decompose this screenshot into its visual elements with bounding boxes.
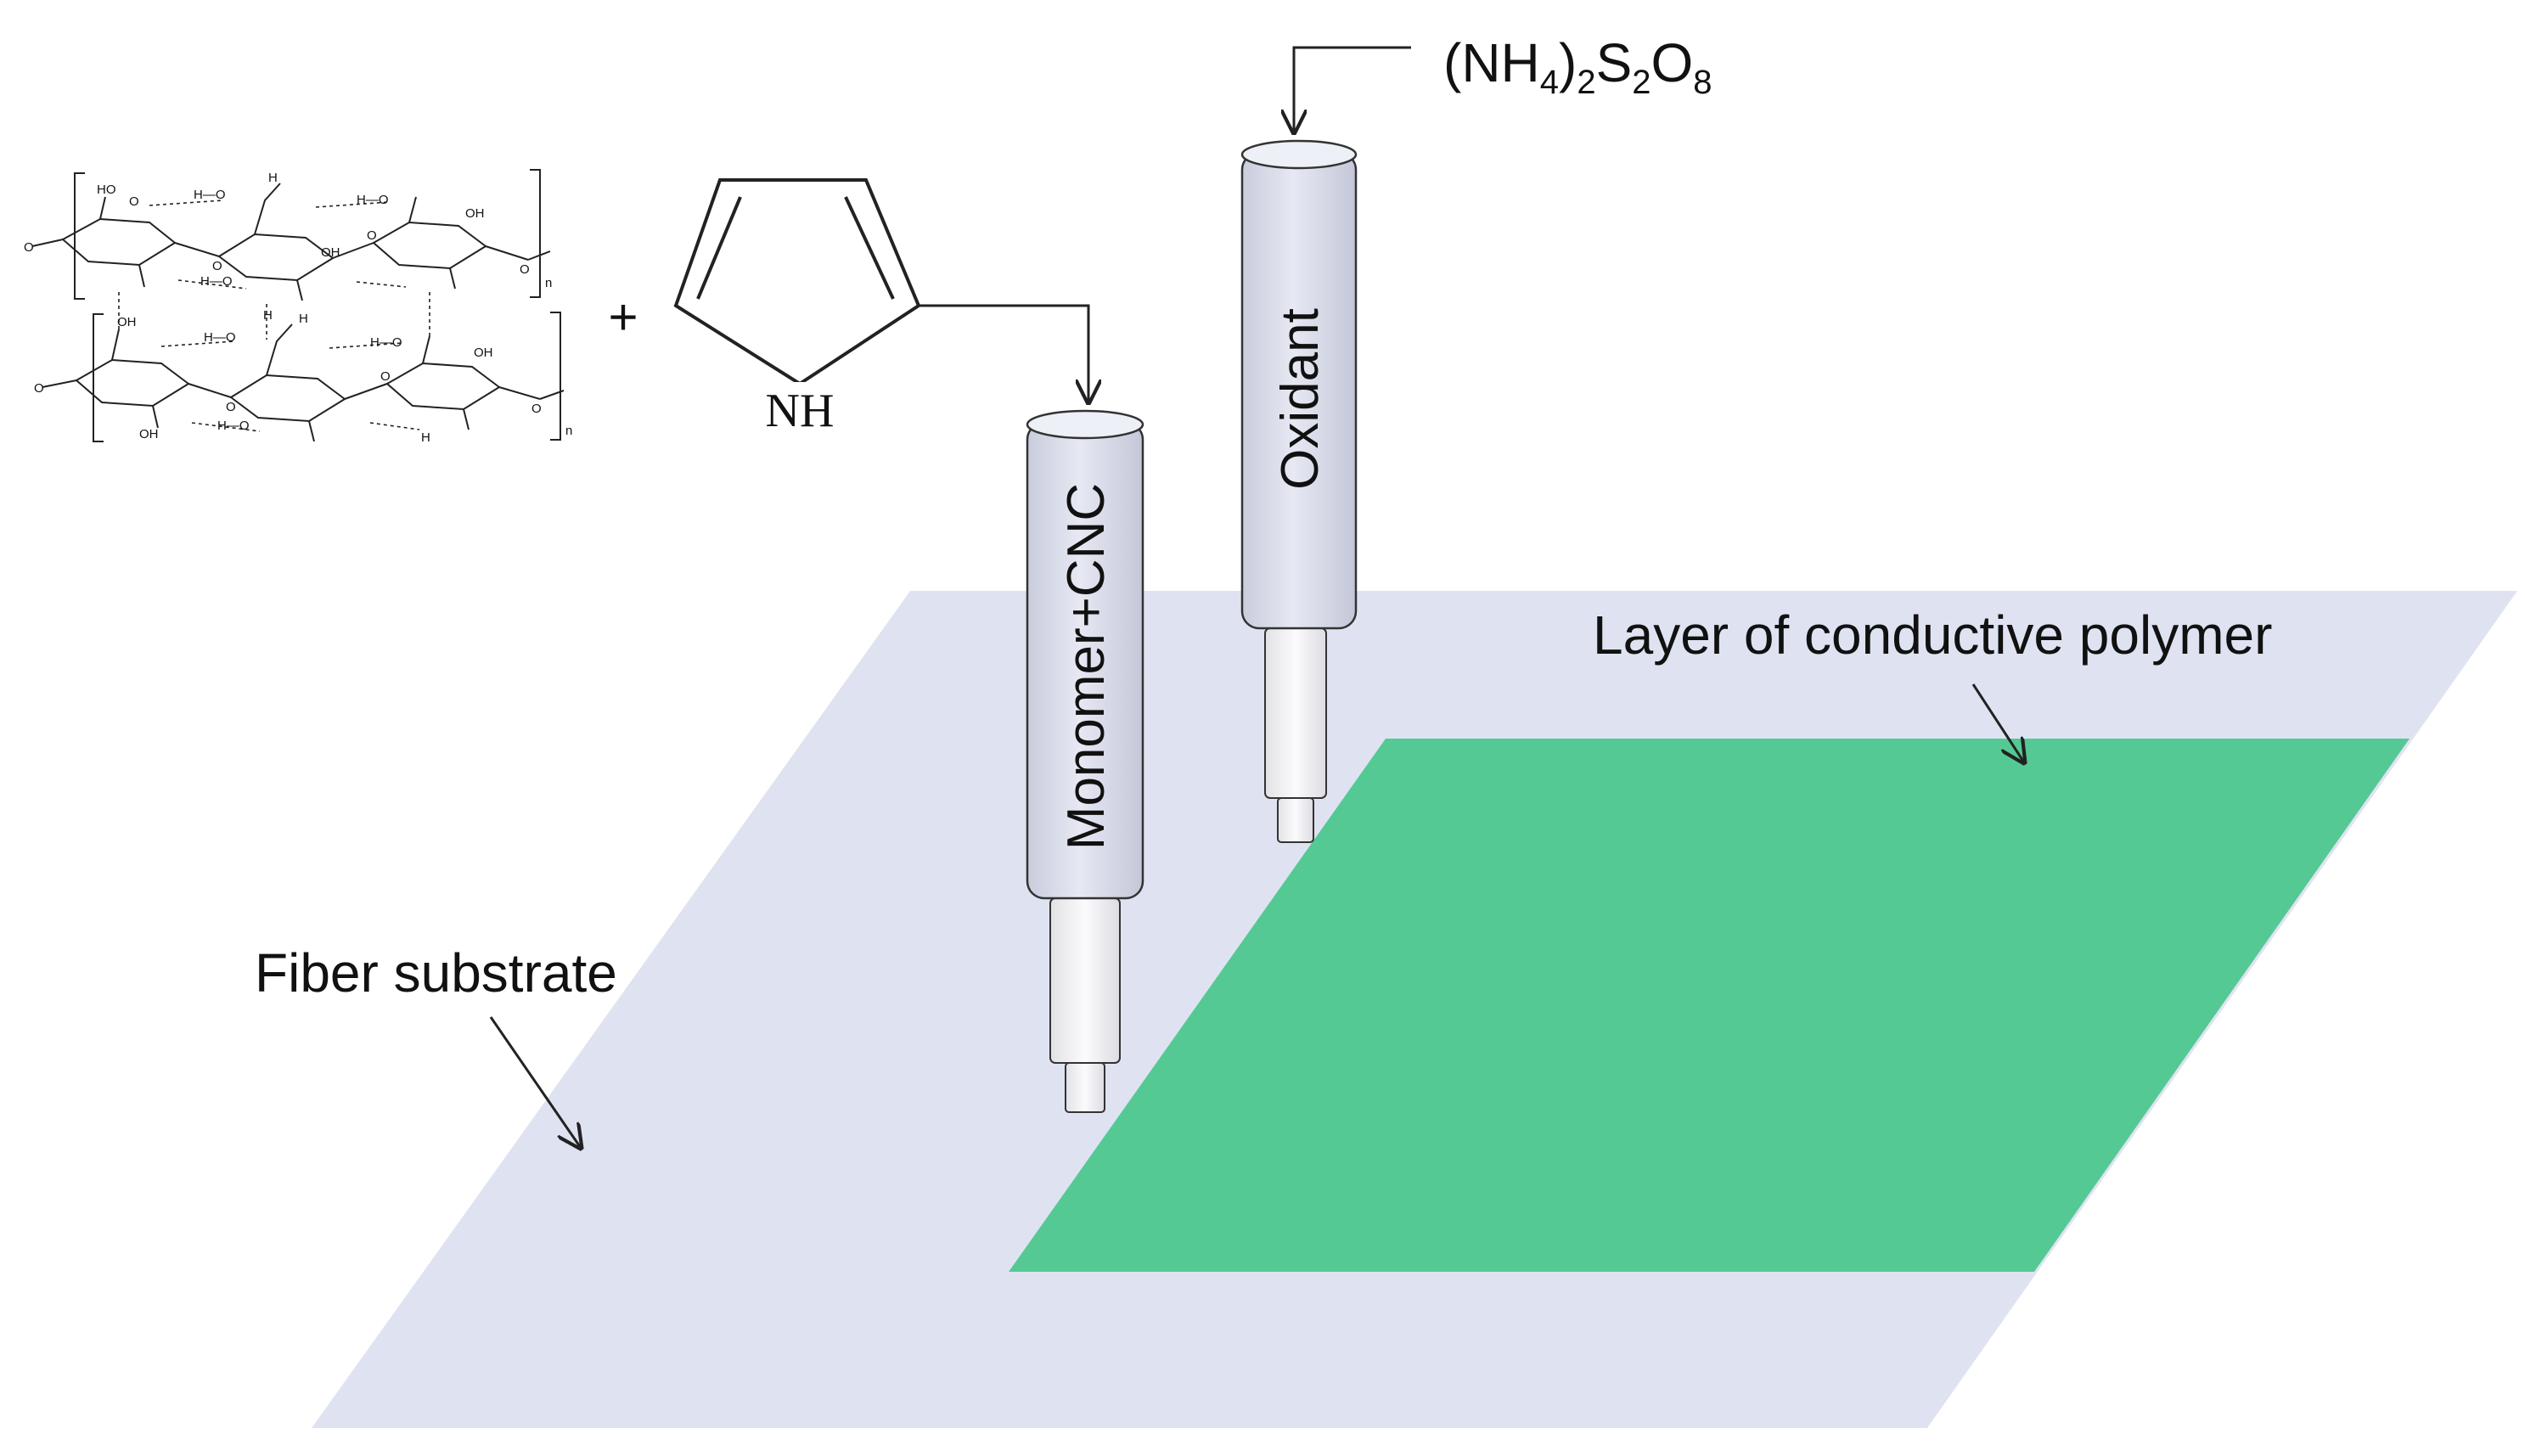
cellulose-o-5: O: [24, 240, 34, 255]
cellulose-upper-hbonds: [149, 200, 407, 290]
cellulose-o-2: O: [212, 259, 222, 273]
monomer-cnc-label: Monomer+CNC: [1057, 483, 1116, 850]
cellulose-h-1: H: [268, 171, 278, 185]
cellulose-lower-chain: [42, 312, 565, 442]
cellulose-o-6: O: [226, 400, 236, 414]
cellulose-n-2: n: [565, 424, 572, 438]
cellulose-hbond-o-1: H—O: [194, 188, 226, 202]
nh-backdrop: [754, 382, 849, 430]
conductive-layer-arrow: [1971, 683, 2024, 762]
cellulose-hbond-o-2: H—O: [357, 193, 389, 207]
pyrrole-ring: [673, 178, 921, 386]
oxidant-syringe-tip: [1277, 797, 1314, 843]
cellulose-o-3: O: [367, 228, 377, 243]
cellulose-hbond-o-4: H—O: [204, 330, 236, 345]
oxidant-syringe: Oxidant: [1240, 139, 1358, 843]
cellulose-hbond-o-5: H—O: [370, 335, 402, 350]
cellulose-upper-chain: [31, 169, 551, 301]
cellulose-o-4: O: [520, 262, 530, 277]
cellulose-o-9: O: [34, 381, 44, 396]
cellulose-o-7: O: [380, 369, 391, 384]
fiber-substrate-label: Fiber substrate: [255, 942, 617, 1003]
formula-arrow: [1294, 46, 1411, 132]
cellulose-n-1: n: [545, 276, 552, 290]
pyrrole-double-bond-right: [844, 196, 895, 300]
monomer-syringe-cap: [1026, 409, 1144, 440]
persulfate-formula: (NH4)2S2O8: [1443, 32, 1712, 101]
cellulose-lower-hbonds: [118, 292, 430, 432]
cellulose-oh-4: OH: [474, 346, 493, 360]
cellulose-hbond-o-6: H—O: [217, 419, 250, 433]
monomer-syringe: Monomer+CNC: [1026, 409, 1144, 1113]
cellulose-oh-5: OH: [139, 427, 159, 441]
pyrrole-molecule: NH: [673, 178, 921, 437]
cellulose-o-1: O: [129, 194, 139, 209]
cellulose-o-8: O: [531, 402, 542, 416]
pyrrole-double-bond-left: [696, 196, 742, 300]
cellulose-h-2: H: [299, 312, 308, 326]
fiber-substrate-arrow: [489, 1016, 581, 1148]
cellulose-h-4: H: [421, 430, 430, 445]
conductive-layer-label: Layer of conductive polymer: [1593, 604, 2272, 666]
oxidant-label: Oxidant: [1271, 308, 1330, 490]
monomer-syringe-tip: [1065, 1062, 1105, 1113]
pyrrole-nh-label: NH: [766, 385, 835, 437]
oxidant-syringe-cap: [1240, 139, 1358, 170]
cellulose-hbond-o-3: H—O: [200, 274, 233, 289]
monomer-syringe-shaft: [1049, 897, 1121, 1064]
cellulose-structure: HO OH OH O O O O O H H—O H—O H—O n OH OH…: [24, 169, 572, 445]
cellulose-oh-3: OH: [117, 315, 137, 329]
pyrrole-arrow: [919, 304, 1088, 402]
cellulose-ho-1: HO: [97, 183, 116, 197]
conductive-polymer-layer: [1009, 739, 2410, 1272]
cellulose-oh-2: OH: [321, 245, 340, 260]
cellulose-h-3: H: [263, 308, 273, 323]
reaction-plus: +: [608, 289, 638, 346]
oxidant-syringe-shaft: [1264, 627, 1327, 799]
cellulose-oh-1: OH: [465, 206, 485, 221]
